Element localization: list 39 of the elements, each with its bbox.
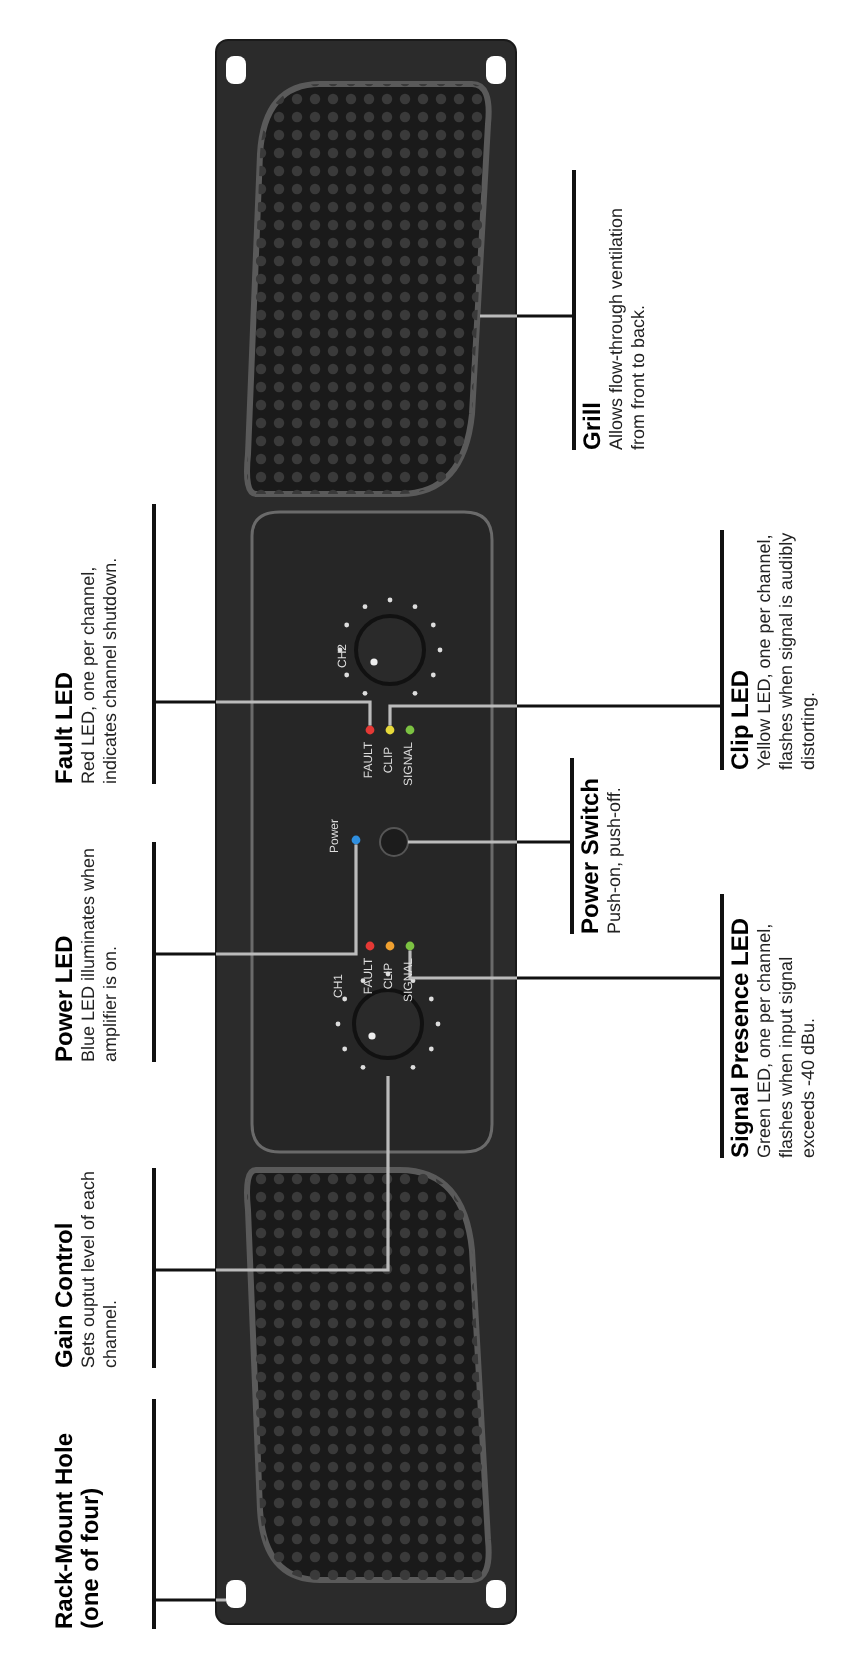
mount-hole <box>226 56 246 84</box>
leader-line <box>156 844 358 956</box>
callout-heading: Signal Presence LED <box>728 915 754 1158</box>
gain-knob <box>337 597 443 696</box>
callout-heading: Power Switch <box>578 775 604 934</box>
led-indicator <box>385 725 395 735</box>
callout <box>52 842 156 1062</box>
leader-line <box>156 700 372 726</box>
callout-text: Blue LED illuminates when amplifier is on. <box>78 845 122 1062</box>
power-switch <box>379 827 409 857</box>
leader-line <box>156 1076 390 1272</box>
grill-drawing <box>244 81 492 497</box>
callout-heading: Grill <box>580 399 606 450</box>
callout-text: Sets ouptut level of each channel. <box>78 1168 122 1368</box>
leader-line <box>156 1598 226 1602</box>
callout-text: Red LED, one per channel, indicates channel shutdown. <box>78 555 122 784</box>
leader-line <box>408 840 570 844</box>
callout-heading: Gain Control <box>52 1220 78 1368</box>
leader-line <box>408 950 720 980</box>
led-indicator <box>365 725 375 735</box>
led-indicator <box>351 835 361 845</box>
callout-text: Allows flow-through ventilation from front to back. <box>606 205 650 450</box>
callout <box>52 504 156 784</box>
mount-hole <box>226 1580 246 1608</box>
callout <box>52 1399 156 1629</box>
callout-text: Push-on, push-off. <box>604 785 626 934</box>
callout <box>570 758 630 934</box>
leader-line <box>480 314 572 318</box>
mount-hole <box>486 56 506 84</box>
leader-line <box>388 704 720 726</box>
callout-heading: Rack-Mount Hole (one of four) <box>52 1430 104 1629</box>
led-indicator <box>405 941 415 951</box>
callout-heading: Clip LED <box>728 668 754 770</box>
callout-heading: Power LED <box>52 933 78 1062</box>
callout-text: Green LED, one per channel, flashes when input signal exceeds -40 dBu. <box>754 921 820 1158</box>
callout-text: Yellow LED, one per channel, flashes when signal is audibly distorting. <box>754 530 820 770</box>
callout-heading: Fault LED <box>52 670 78 784</box>
mount-hole <box>486 1580 506 1608</box>
callout <box>52 1168 156 1368</box>
